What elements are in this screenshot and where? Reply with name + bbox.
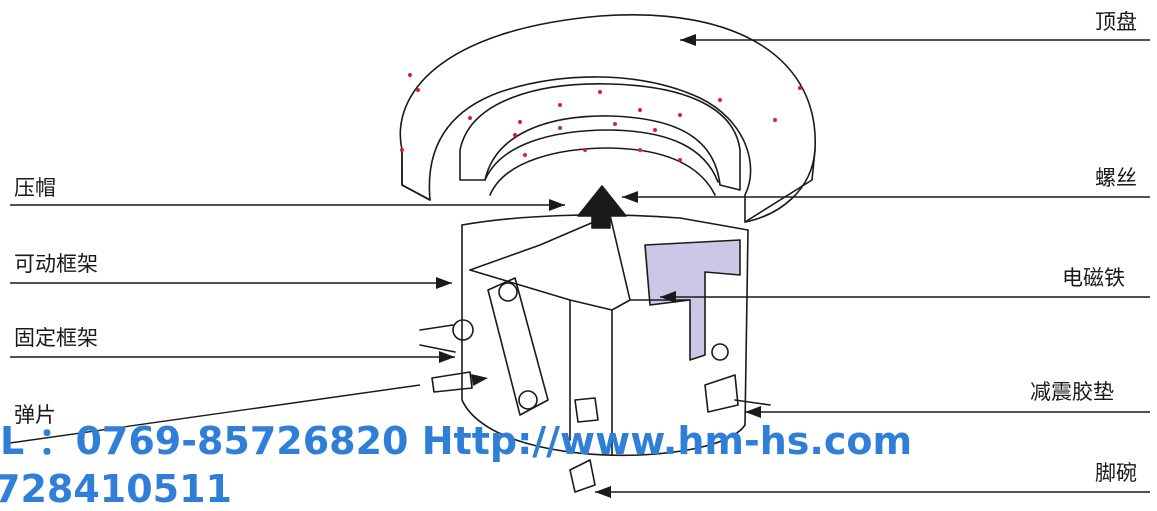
label-movable-frame: 可动框架 <box>14 252 98 276</box>
watermark-contact: L ：0769-85726820 Http://www.hm-hs.com <box>0 419 913 463</box>
label-fixed-frame: 固定框架 <box>14 326 98 350</box>
electromagnet <box>644 239 741 361</box>
label-damping-pad: 减震胶垫 <box>1030 380 1114 404</box>
top-plate-inner-rim <box>459 83 741 191</box>
vibratory-bowl-diagram <box>9 14 1150 498</box>
watermark-phone: 728410511 <box>0 467 232 511</box>
label-screw: 螺丝 <box>1095 166 1137 190</box>
screw-triangle <box>577 185 627 217</box>
damping-pad <box>704 374 739 413</box>
label-electromagnet: 电磁铁 <box>1062 266 1125 290</box>
label-press-cap: 压帽 <box>14 176 56 200</box>
label-foot-bowl: 脚碗 <box>1095 461 1137 485</box>
label-top-plate: 顶盘 <box>1095 10 1137 34</box>
top-plate-outer <box>399 14 816 223</box>
label-spring-plate: 弹片 <box>14 403 56 427</box>
movable-frame <box>469 214 631 456</box>
fixed-frame-body <box>461 224 749 457</box>
spring-plate <box>487 277 549 416</box>
